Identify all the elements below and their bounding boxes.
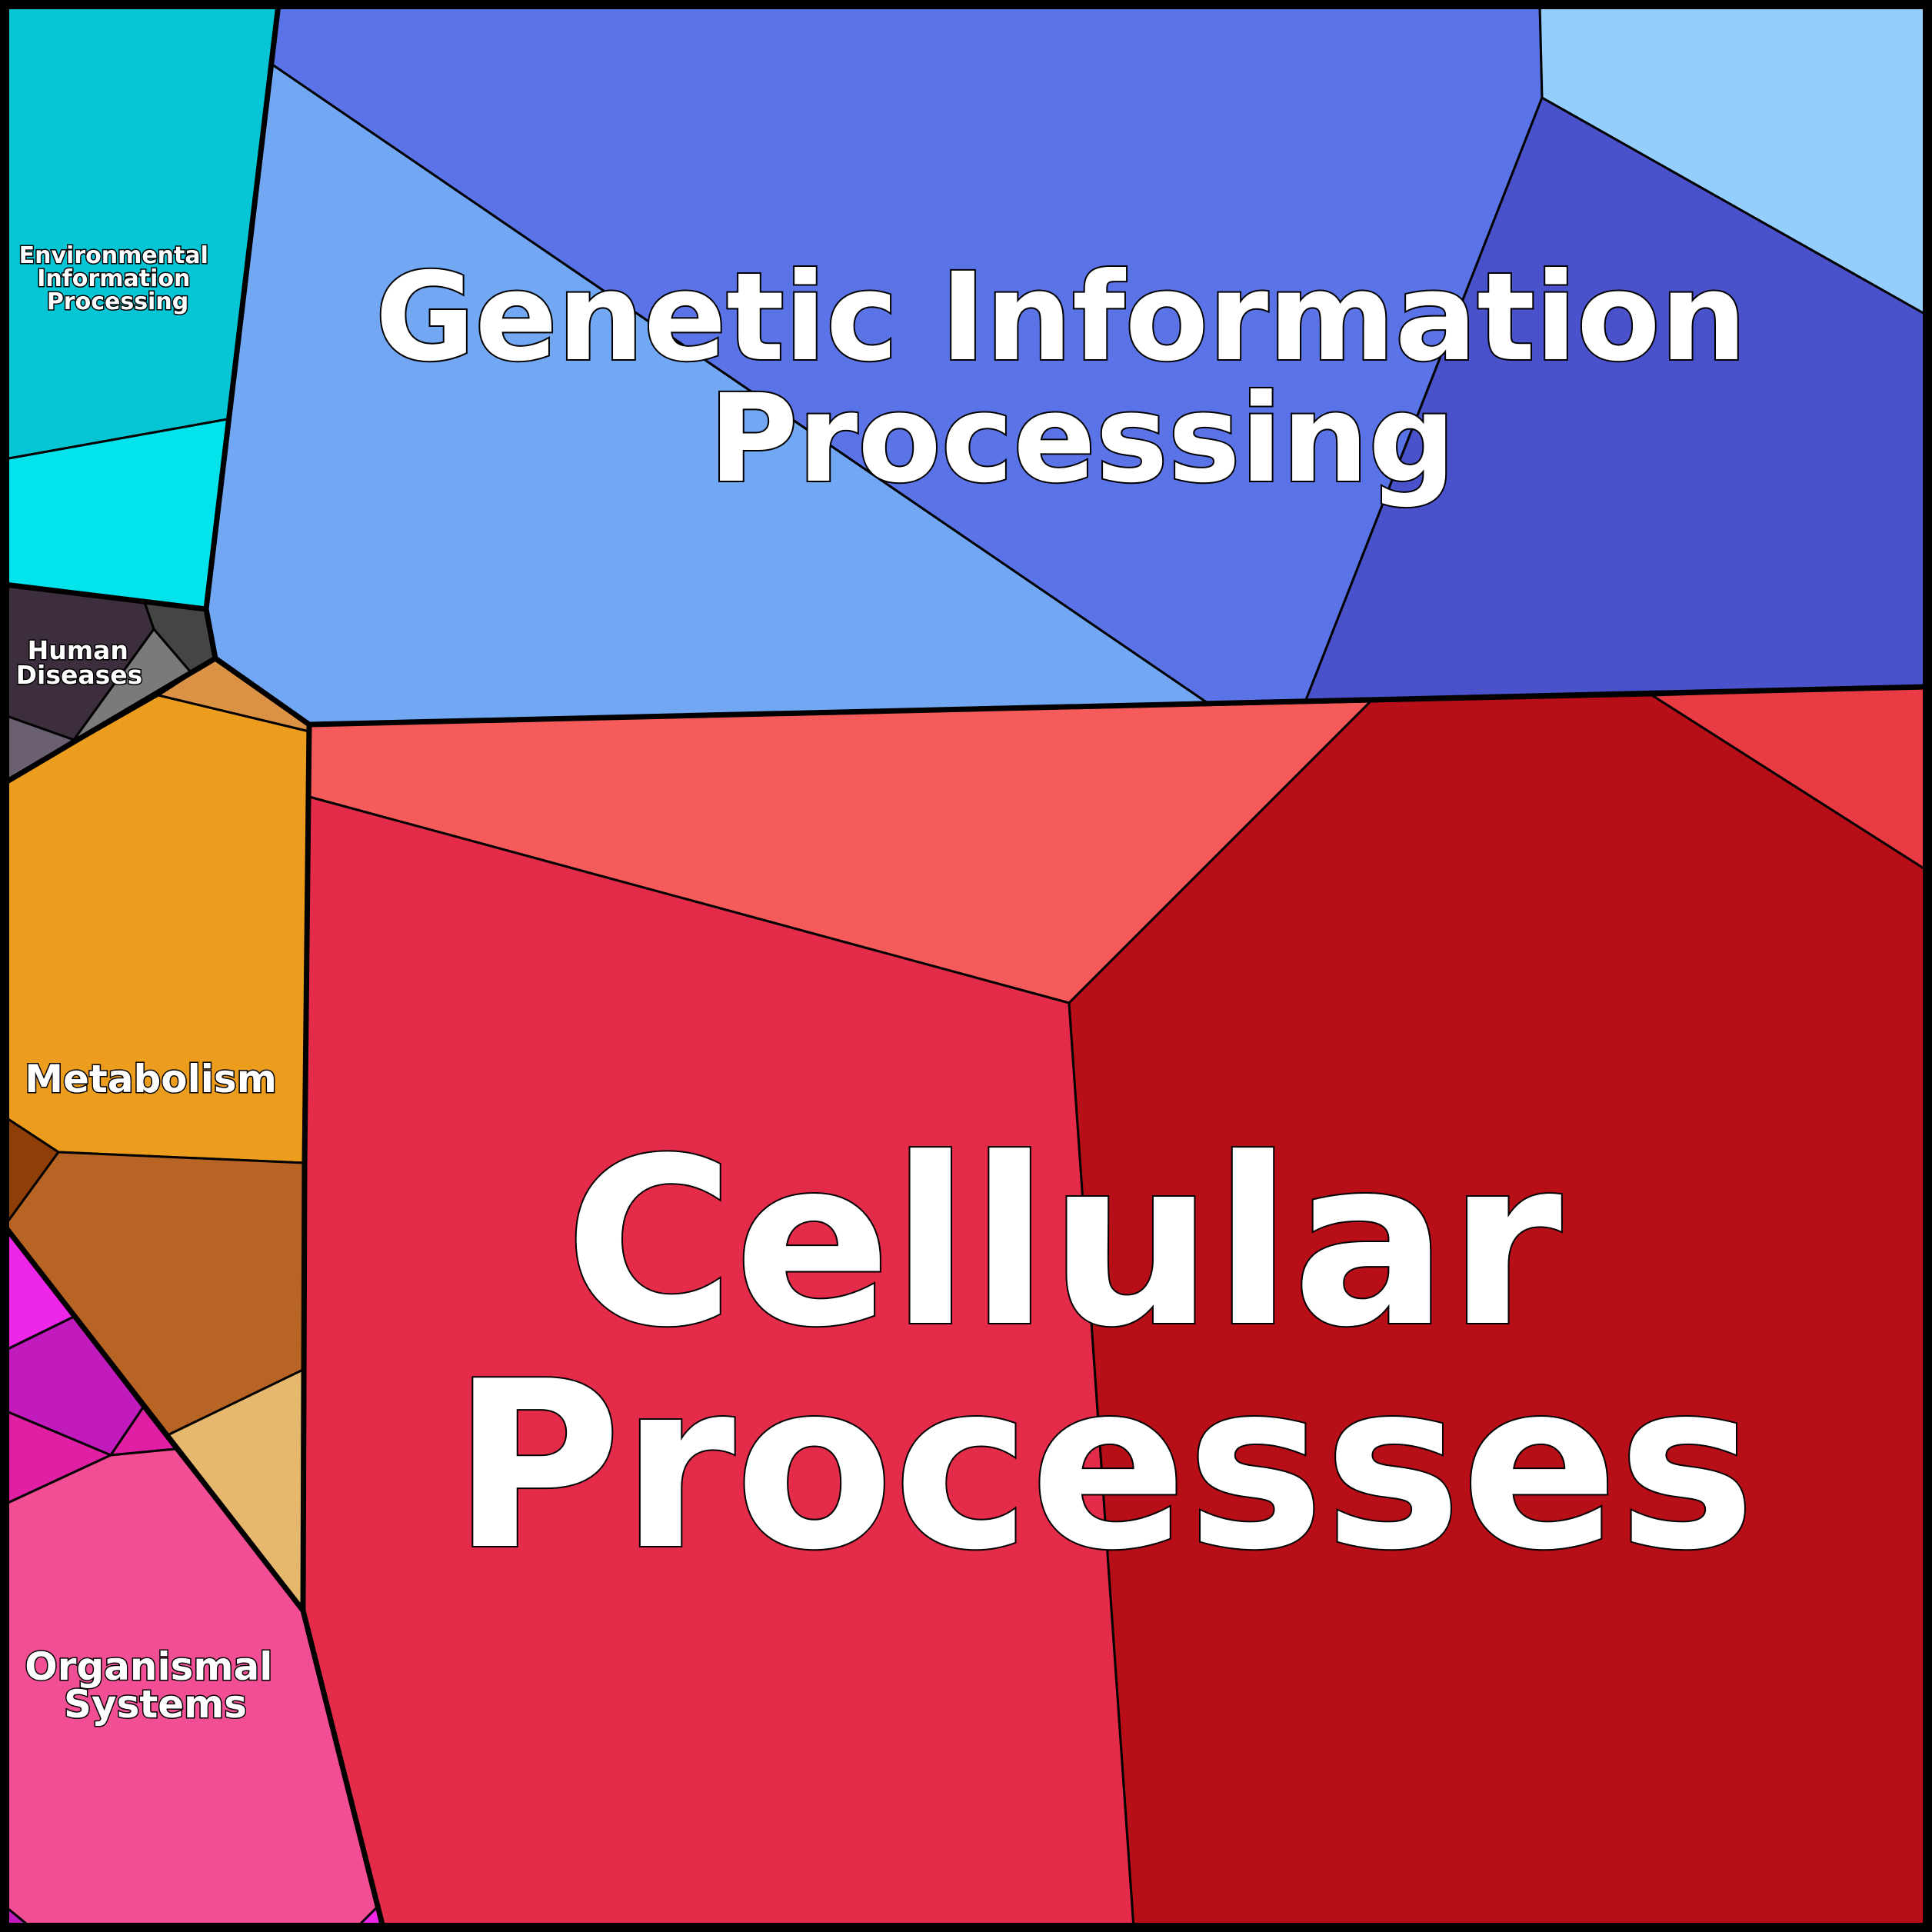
label-gip-line-1: Genetic Information (375, 247, 1747, 388)
label-human-diseases: Human Diseases (16, 635, 143, 690)
label-hd-line-1: Human (28, 635, 128, 665)
region-cellular-processes (301, 685, 1929, 1929)
label-env-line-1: Environmental (19, 242, 208, 269)
label-org-line-1: Organismal (25, 1644, 272, 1689)
label-cell-line-2: Processes (452, 1332, 1755, 1601)
label-org-line-2: Systems (64, 1682, 247, 1727)
label-env-line-3: Processing (47, 288, 188, 315)
label-gip-line-2: Processing (709, 368, 1456, 510)
label-env-line-2: Information (37, 265, 190, 292)
label-genetic-information-processing: Genetic Information Processing (375, 247, 1789, 510)
label-cell-line-1: Cellular (565, 1109, 1564, 1377)
label-hd-line-2: Diseases (16, 660, 143, 690)
category-boundaries (2, 4, 1928, 1928)
label-metabolism: Metabolism (25, 1057, 277, 1101)
category-labels: Environmental Information Processing Gen… (15, 242, 1789, 1728)
label-cellular-processes: Cellular Processes (452, 1109, 1755, 1601)
label-organismal-systems: Organismal Systems (25, 1644, 286, 1727)
region-organismal-systems (3, 1224, 385, 1929)
region-genetic-information-processing (205, 3, 1929, 726)
label-met-line-1: Metabolism (25, 1057, 277, 1101)
label-environmental-information-processing: Environmental Information Processing (19, 242, 217, 315)
region-metabolism (3, 657, 311, 1612)
